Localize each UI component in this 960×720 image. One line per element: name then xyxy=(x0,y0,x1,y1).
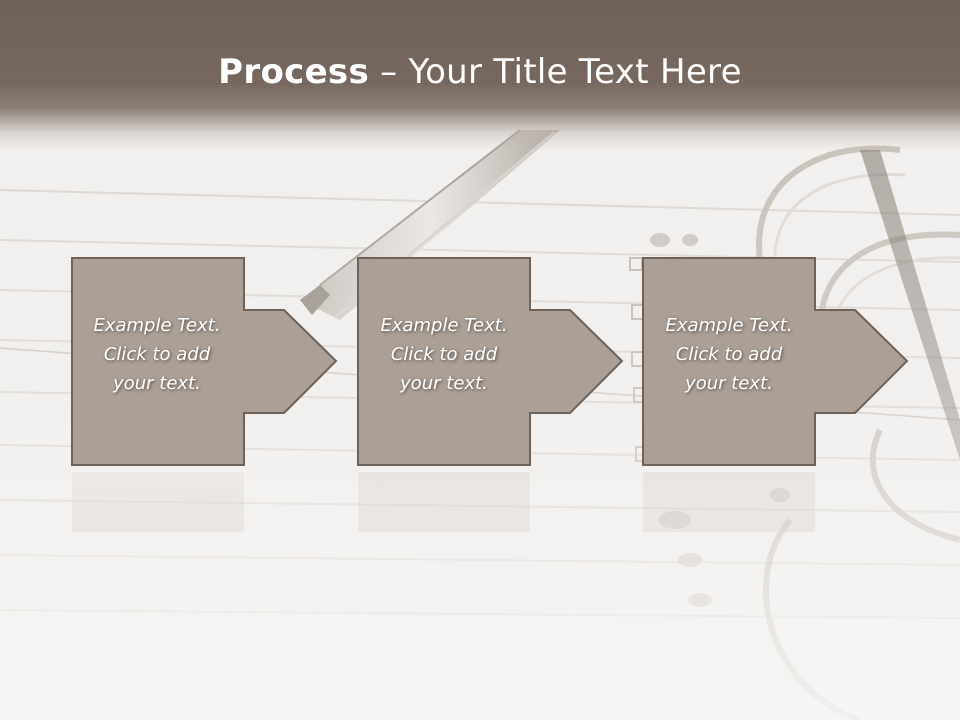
step-1-line-3: your text. xyxy=(113,373,201,394)
step-2-line-3: your text. xyxy=(400,373,488,394)
step-2-line-2: Click to add xyxy=(390,344,498,365)
step-1-line-2: Click to add xyxy=(103,344,211,365)
slide-title[interactable]: Process – Your Title Text Here xyxy=(0,52,960,92)
process-step-1[interactable] xyxy=(71,257,338,532)
step-3-line-2: Click to add xyxy=(675,344,783,365)
step-2-text[interactable]: Example Text. Click to add your text. xyxy=(359,311,529,398)
step-1-line-1: Example Text. xyxy=(93,315,221,336)
step-3-line-3: your text. xyxy=(685,373,773,394)
step-1-text[interactable]: Example Text. Click to add your text. xyxy=(72,311,242,398)
title-bold: Process xyxy=(218,52,370,92)
step-2-line-1: Example Text. xyxy=(380,315,508,336)
process-step-2[interactable] xyxy=(357,257,624,532)
process-step-3[interactable] xyxy=(642,257,909,532)
step-3-text[interactable]: Example Text. Click to add your text. xyxy=(644,311,814,398)
step-3-line-1: Example Text. xyxy=(665,315,793,336)
title-banner xyxy=(0,0,960,150)
title-rest: – Your Title Text Here xyxy=(369,52,742,92)
